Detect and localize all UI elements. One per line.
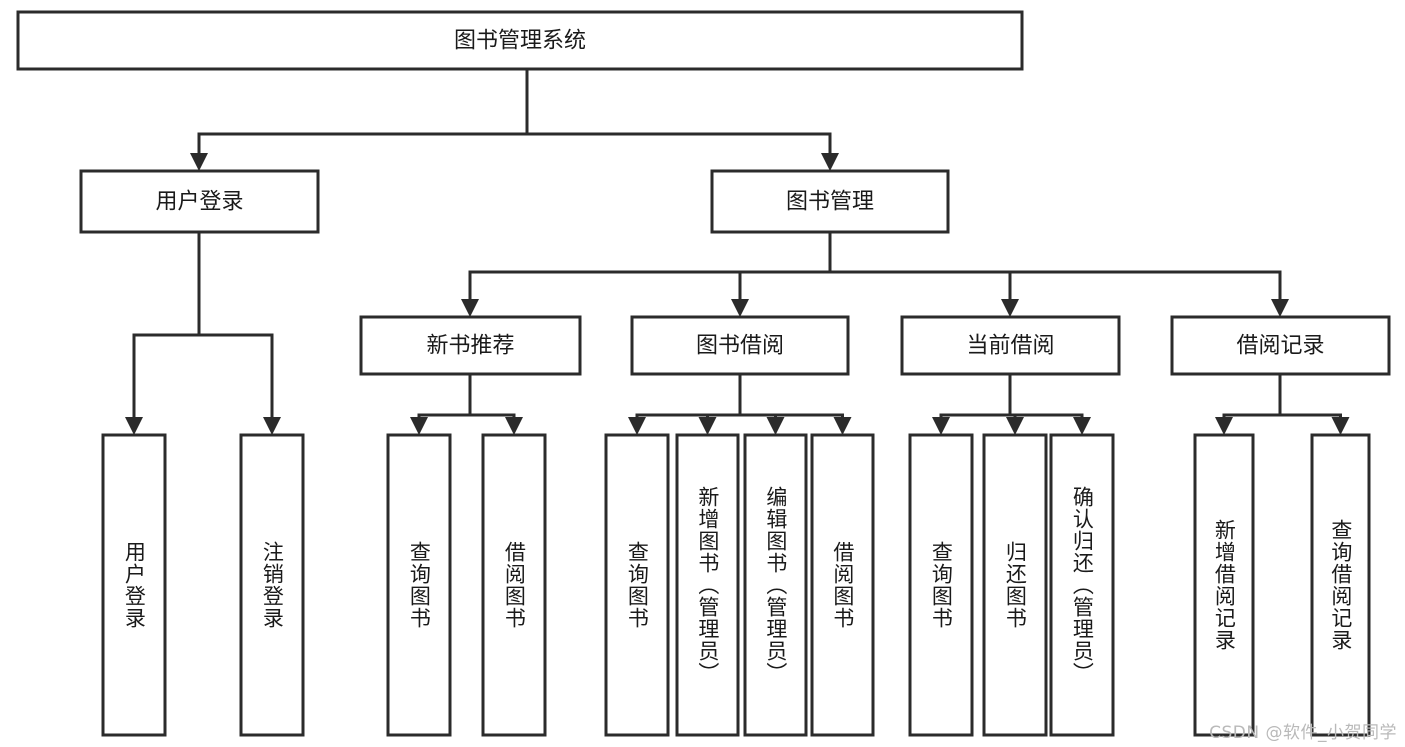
node-new-book-recommend-rect: [359, 315, 582, 376]
node-borrow-record-rect: [1170, 315, 1391, 376]
node-current-borrow-rect: [900, 315, 1121, 376]
node-leaf-borrow-book-2-rect: [810, 433, 875, 737]
node-root-label: 图书管理系统: [454, 29, 586, 54]
node-book-manage-label: 图书管理: [786, 190, 874, 215]
node-leaf-query-book-2[interactable]: [604, 433, 670, 737]
node-root[interactable]: 图书管理系统: [16, 10, 1024, 71]
arrow-to-book-manage: [821, 153, 839, 171]
node-leaf-query-record-rect: [1310, 433, 1371, 737]
node-leaf-query-book-3[interactable]: [908, 433, 974, 737]
node-current-borrow-label: 当前借阅: [966, 334, 1054, 359]
node-leaf-confirm-return[interactable]: [1049, 433, 1115, 737]
node-leaf-query-record[interactable]: [1310, 433, 1371, 737]
node-new-book-recommend-label: 新书推荐: [426, 334, 514, 359]
arrow-to-leaf-user-login: [125, 417, 143, 435]
node-leaf-borrow-book-1-rect: [481, 433, 547, 737]
node-new-book-recommend[interactable]: 新书推荐: [359, 315, 582, 376]
node-leaf-add-book-rect: [675, 433, 740, 737]
node-leaf-add-book[interactable]: [675, 433, 740, 737]
node-root-rect: [16, 10, 1024, 71]
node-leaf-query-book-3-rect: [908, 433, 974, 737]
node-current-borrow[interactable]: 当前借阅: [900, 315, 1121, 376]
node-leaf-add-record-rect: [1193, 433, 1255, 737]
node-leaf-edit-book[interactable]: [743, 433, 808, 737]
arrow-to-leaf-borrow-book-1: [505, 417, 523, 435]
arrow-to-borrow-record: [1271, 299, 1289, 317]
node-book-manage-rect: [710, 169, 950, 234]
node-leaf-edit-book-rect: [743, 433, 808, 737]
node-leaf-user-login-rect: [101, 433, 167, 737]
node-leaf-query-book-2-rect: [604, 433, 670, 737]
node-user-login-label: 用户登录: [155, 190, 243, 215]
node-leaf-borrow-book-1[interactable]: [481, 433, 547, 737]
arrow-to-leaf-query-book-2: [628, 417, 646, 435]
arrow-to-leaf-query-record: [1331, 417, 1350, 435]
node-leaf-confirm-return-rect: [1049, 433, 1115, 737]
node-leaf-logout-login-rect: [239, 433, 305, 737]
node-book-borrow-rect: [630, 315, 850, 376]
node-leaf-add-record[interactable]: [1193, 433, 1255, 737]
arrow-to-leaf-return-book: [1006, 417, 1024, 435]
arrow-to-current-borrow: [1001, 299, 1019, 317]
node-leaf-logout-login[interactable]: [239, 433, 305, 737]
arrow-to-leaf-query-book-3: [932, 417, 950, 435]
node-leaf-return-book[interactable]: [982, 433, 1048, 737]
arrow-to-leaf-add-record: [1215, 417, 1233, 435]
node-leaf-borrow-book-2[interactable]: [810, 433, 875, 737]
watermark-text: CSDN @软件_小贺同学: [1209, 723, 1397, 743]
arrow-to-leaf-query-book-1: [410, 417, 428, 435]
arrow-to-leaf-borrow-book-2: [833, 417, 852, 435]
arrow-to-new-book-recommend: [461, 299, 479, 317]
node-leaf-query-book-1[interactable]: [386, 433, 452, 737]
node-leaf-return-book-rect: [982, 433, 1048, 737]
arrow-to-leaf-confirm-return: [1073, 417, 1091, 435]
node-borrow-record[interactable]: 借阅记录: [1170, 315, 1391, 376]
arrow-to-leaf-logout-login: [263, 417, 281, 435]
arrow-to-user-login: [190, 153, 208, 171]
node-borrow-record-label: 借阅记录: [1236, 334, 1324, 359]
node-book-borrow-label: 图书借阅: [696, 334, 784, 359]
node-leaf-user-login[interactable]: [101, 433, 167, 737]
node-book-borrow[interactable]: 图书借阅: [630, 315, 850, 376]
arrow-to-book-borrow: [731, 299, 749, 317]
arrow-to-leaf-add-book: [698, 417, 717, 435]
arrow-to-leaf-edit-book: [766, 417, 785, 435]
node-book-manage[interactable]: 图书管理: [710, 169, 950, 234]
node-user-login[interactable]: 用户登录: [79, 169, 320, 234]
node-leaf-query-book-1-rect: [386, 433, 452, 737]
